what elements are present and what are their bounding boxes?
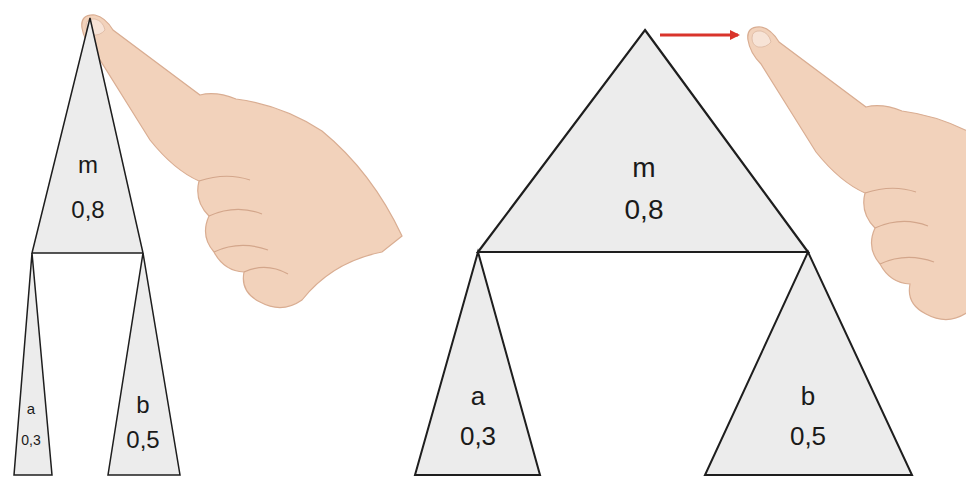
variable-name: a [471,383,485,409]
pointing-hand [748,27,966,320]
probability-value: 0,5 [126,428,159,452]
value-triangle: a 0,3 [415,252,540,475]
value-triangle: m 0,8 [32,18,143,253]
probability-value: 0,3 [21,433,40,447]
value-triangle: a 0,3 [14,253,52,475]
variable-name: m [78,153,98,177]
variable-name: m [632,154,655,182]
variable-name: b [801,383,815,409]
variable-name: b [136,393,149,417]
move-arrow [660,34,738,37]
probability-value: 0,3 [460,423,496,449]
value-triangle: m 0,8 [478,30,808,252]
pointing-hand [82,15,402,308]
value-triangle: b 0,5 [108,253,180,475]
probability-value: 0,8 [71,198,104,222]
value-triangle: b 0,5 [705,252,912,475]
probability-value: 0,8 [625,196,664,224]
variable-name: a [27,401,35,416]
probability-value: 0,5 [790,423,826,449]
